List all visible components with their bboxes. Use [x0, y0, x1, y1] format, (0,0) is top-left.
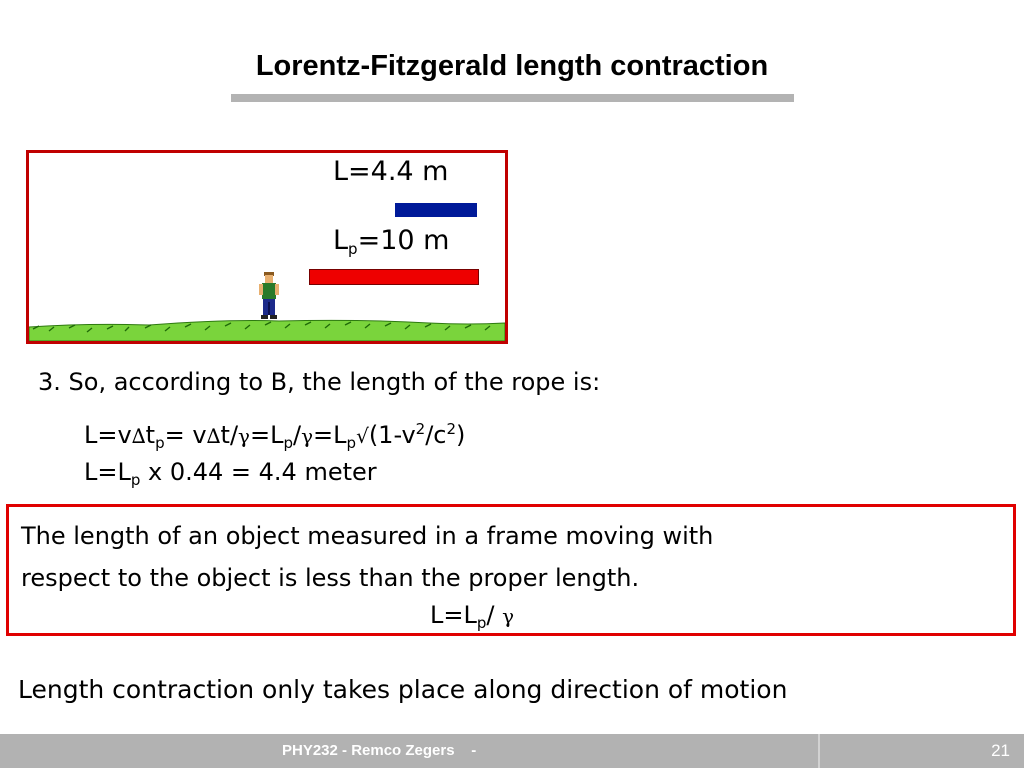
eq-part: x 0.44 = 4.4 meter	[140, 458, 377, 486]
proper-rod	[309, 269, 479, 285]
eq-part: (1-v	[368, 421, 416, 449]
eq-part: t	[145, 421, 156, 449]
result-equation: L=Lp x 0.44 = 4.4 meter	[84, 458, 377, 489]
eq-part: )	[456, 421, 466, 449]
eq-part: L=L	[84, 458, 131, 486]
eq-subscript: p	[283, 434, 293, 452]
step-statement: 3. So, according to B, the length of the…	[38, 368, 601, 396]
eq-subscript: p	[476, 614, 487, 632]
person-icon	[259, 272, 279, 319]
motion-direction-note: Length contraction only takes place alon…	[18, 675, 788, 704]
page-number: 21	[991, 741, 1010, 760]
eq-part: = v	[164, 421, 207, 449]
proper-length-value: =10 m	[357, 225, 450, 256]
grass-ground	[29, 319, 505, 341]
eq-part: L=v	[84, 421, 132, 449]
gamma-symbol: γ	[502, 604, 515, 628]
eq-subscript: p	[130, 471, 141, 489]
eq-part: /c	[425, 421, 447, 449]
proper-length-subscript: p	[348, 240, 358, 258]
eq-part: /	[486, 601, 503, 629]
delta-symbol: ∆	[131, 424, 146, 448]
gamma-symbol: γ	[238, 424, 250, 448]
footer-text: PHY232 - Remco Zegers -	[282, 742, 477, 759]
eq-subscript: p	[346, 434, 357, 452]
eq-part: L=L	[430, 601, 477, 629]
slide-title: Lorentz-Fitzgerald length contraction	[255, 50, 769, 82]
eq-part: =L	[249, 421, 284, 449]
contracted-rod	[395, 203, 477, 217]
eq-part: /	[293, 421, 302, 449]
definition-line: respect to the object is less than the p…	[21, 564, 640, 592]
illustration-frame: L=4.4 m Lp=10 m	[26, 150, 508, 344]
eq-superscript: 2	[415, 420, 426, 438]
eq-superscript: 2	[446, 420, 457, 438]
footer-bar: PHY232 - Remco Zegers - 21	[0, 734, 1024, 768]
proper-length-label: Lp=10 m	[333, 225, 449, 258]
eq-part: =L	[313, 421, 347, 449]
definition-box: The length of an object measured in a fr…	[6, 504, 1016, 636]
definition-line: The length of an object measured in a fr…	[21, 522, 714, 550]
footer-divider	[818, 734, 820, 768]
proper-length-symbol: L	[333, 225, 349, 256]
definition-text: The length of an object measured in a fr…	[21, 515, 713, 599]
length-equation: L=v∆tp= v∆t/γ=Lp/γ=Lp√(1-v2/c2)	[84, 420, 465, 452]
contraction-formula: L=Lp/ γ	[430, 601, 514, 632]
gamma-symbol: γ	[301, 424, 314, 448]
contracted-length-label: L=4.4 m	[333, 156, 449, 187]
eq-part: t/	[220, 421, 239, 449]
eq-subscript: p	[155, 434, 165, 452]
sqrt-symbol: √	[356, 424, 369, 448]
title-underline	[231, 94, 794, 102]
delta-symbol: ∆	[206, 424, 221, 448]
